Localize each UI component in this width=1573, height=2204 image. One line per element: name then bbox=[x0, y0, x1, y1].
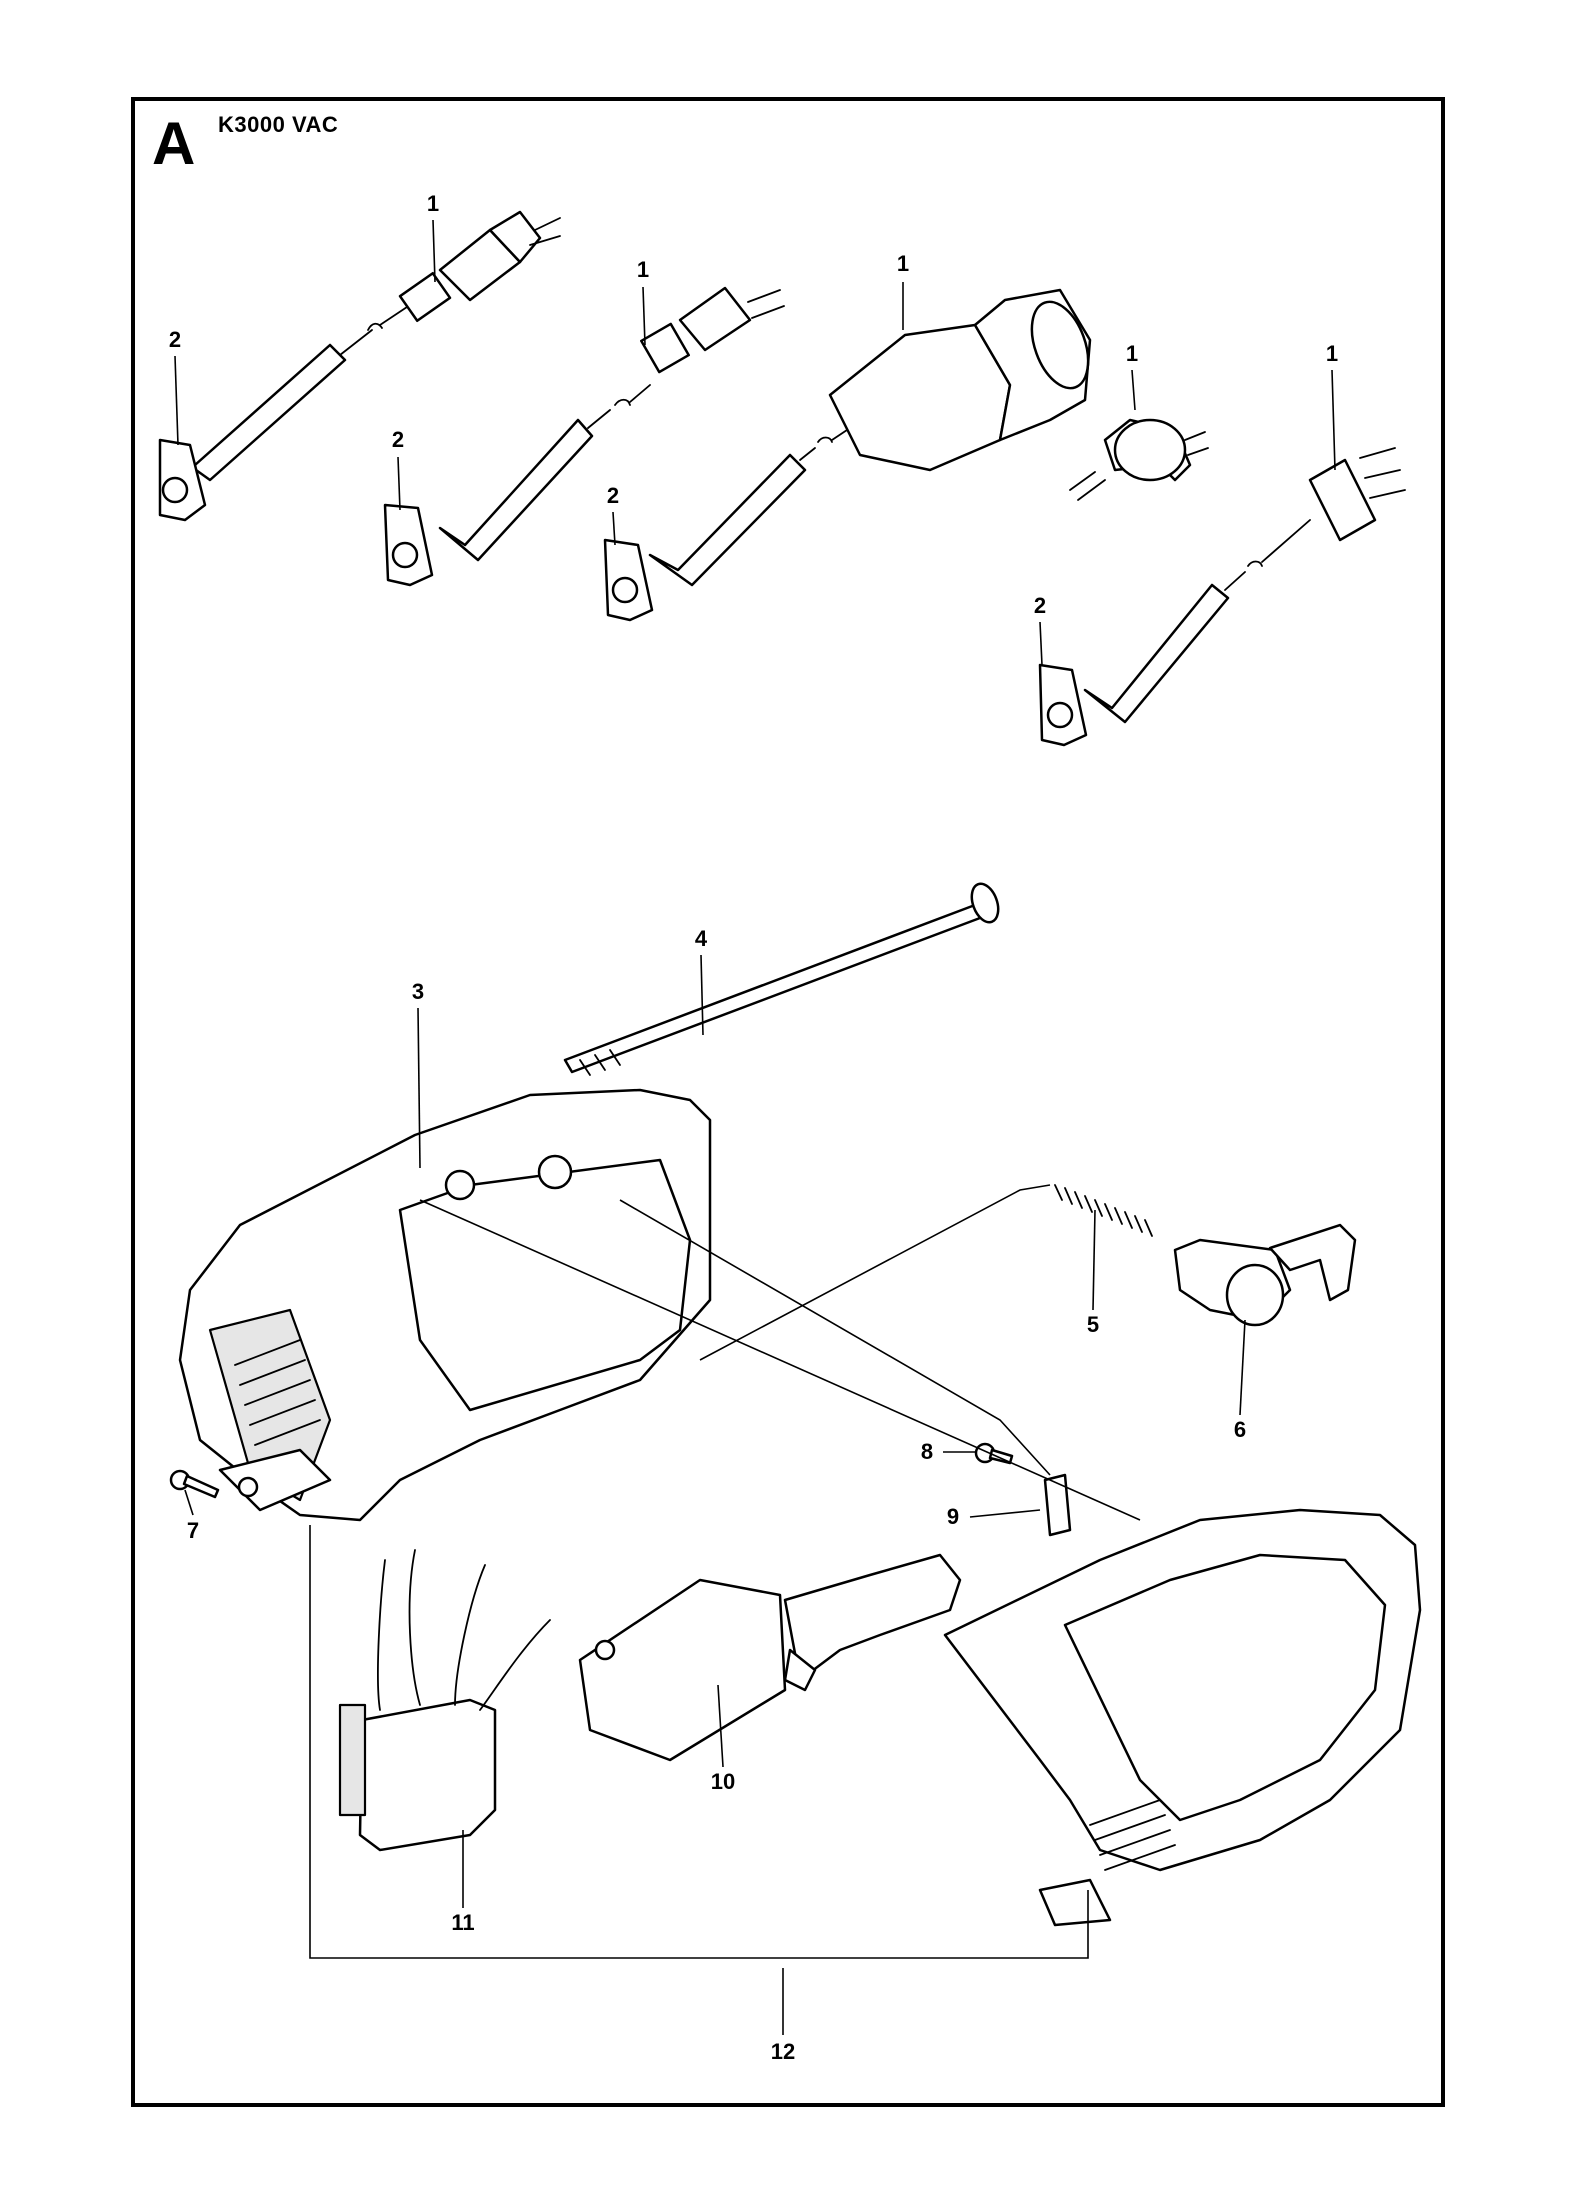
callout-trigger-lock-6: 6 bbox=[1233, 1417, 1247, 1442]
callout-screw-3: 3 bbox=[411, 979, 425, 1004]
callout-plug-industrial: 1 bbox=[896, 251, 910, 276]
switch-assembly[interactable] bbox=[578, 1553, 962, 1762]
callout-rod-4: 4 bbox=[694, 926, 708, 951]
callout-spring-5: 5 bbox=[1086, 1312, 1100, 1337]
callout-sleeve-2: 2 bbox=[391, 427, 405, 452]
compression-spring[interactable] bbox=[1054, 1184, 1153, 1237]
power-cord-eu-plug[interactable] bbox=[158, 210, 561, 522]
callout-screw-7: 7 bbox=[186, 1518, 200, 1543]
trigger-lock[interactable] bbox=[1173, 1223, 1357, 1327]
callout-plug-eu: 1 bbox=[426, 191, 440, 216]
callout-screw-8: 8 bbox=[920, 1439, 934, 1464]
section-letter: A bbox=[152, 110, 196, 177]
cable-clamp[interactable] bbox=[1043, 1473, 1072, 1537]
callout-plug-us: 1 bbox=[636, 257, 650, 282]
callout-sleeve-3: 2 bbox=[606, 483, 620, 508]
model-title: K3000 VAC bbox=[218, 112, 339, 137]
power-cord-us-plug[interactable] bbox=[383, 286, 785, 587]
callout-plug-round: 1 bbox=[1125, 341, 1139, 366]
callout-sleeve-1: 2 bbox=[168, 327, 182, 352]
callout-clamp-9: 9 bbox=[946, 1504, 960, 1529]
callout-sleeve-4: 2 bbox=[1033, 593, 1047, 618]
power-cord-industrial-plug[interactable] bbox=[603, 288, 1099, 622]
screw-7[interactable] bbox=[169, 1469, 220, 1499]
callout-plug-flat: 1 bbox=[1325, 341, 1339, 366]
power-cord-flat-plug[interactable] bbox=[1038, 447, 1406, 747]
diagram-frame bbox=[131, 97, 1445, 2107]
tie-rod[interactable] bbox=[563, 880, 1003, 1076]
housing-left-half[interactable] bbox=[178, 1088, 712, 1522]
callout-switch-10: 10 bbox=[710, 1769, 736, 1794]
leader-lines bbox=[174, 219, 1336, 2035]
callout-handle-kit-12: 12 bbox=[770, 2039, 796, 2064]
plug-round-variant[interactable] bbox=[1069, 418, 1209, 501]
callout-capacitor-11: 11 bbox=[451, 1910, 475, 1935]
capacitor[interactable] bbox=[338, 1549, 551, 1852]
handle-right-half[interactable] bbox=[943, 1508, 1422, 1927]
